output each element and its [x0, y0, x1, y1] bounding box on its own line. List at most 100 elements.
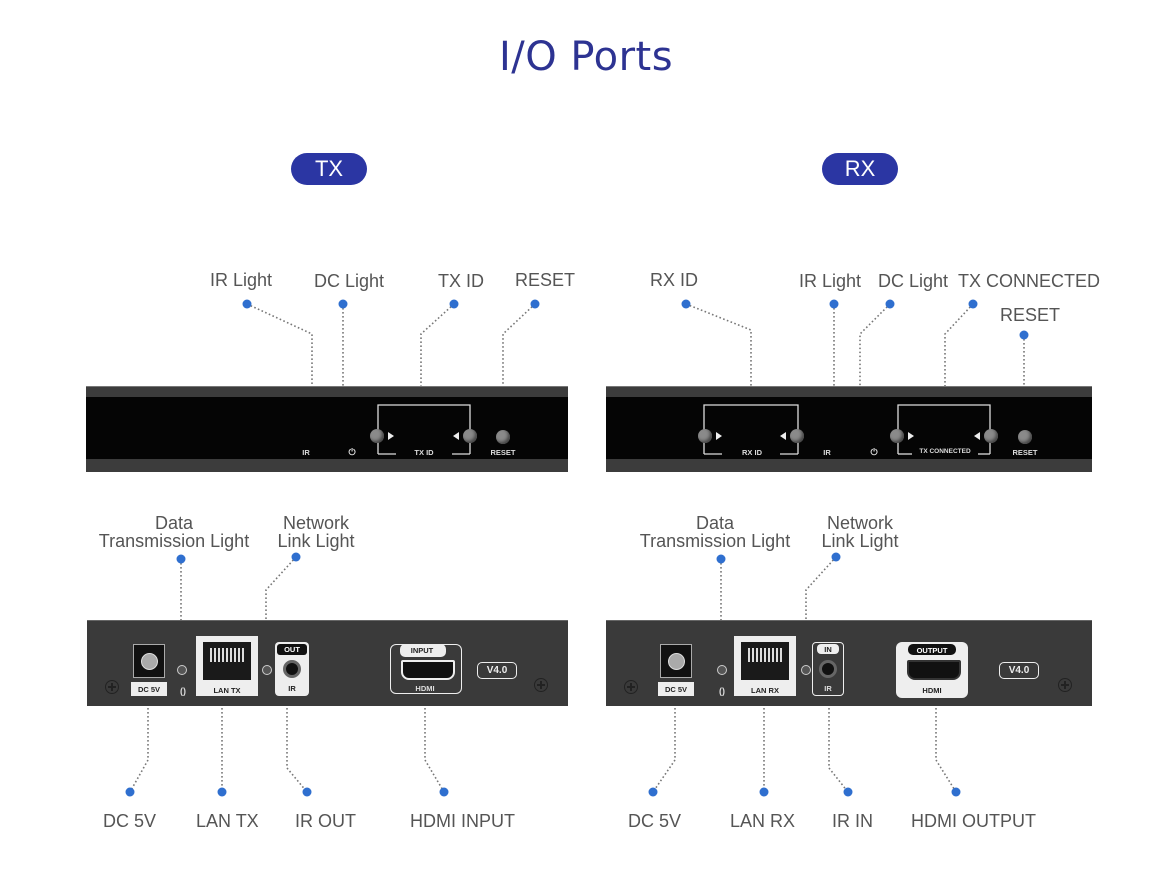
rx-id-label: RX ID [650, 270, 699, 290]
tx-lan-text: LAN TX [213, 686, 241, 695]
rx-hdmi-port[interactable] [907, 660, 961, 680]
rx-link-led [801, 665, 811, 675]
tx-ir-text-back: IR [288, 684, 296, 693]
tx-ir-out-label: IR OUT [295, 811, 356, 831]
tx-reset-button[interactable] [496, 430, 510, 444]
rx-ir-frame [812, 642, 844, 696]
rx-link-light-label-line2: Link Light [821, 531, 899, 551]
tx-link-light-label-line1: Network [282, 513, 350, 533]
tx-data-light-label-line1: Data [154, 513, 194, 533]
page-title: I/O Ports [498, 34, 674, 80]
tx-hdmi-port[interactable] [401, 660, 455, 680]
tx-dc-label: DC 5V [103, 811, 157, 831]
rx-front-panel: RX ID IR ⏻ TX CONNECTED RESET [606, 386, 1092, 472]
rx-front-top-edge [606, 386, 1092, 398]
rx-link-light-marker [831, 552, 841, 562]
rx-ir-jack[interactable] [819, 660, 837, 678]
tx-lan-marker [217, 787, 227, 797]
tx-hdmi-input-label: HDMI INPUT [410, 811, 515, 831]
rx-front-bottom-edge [606, 459, 1092, 472]
rx-front-face [606, 397, 1092, 459]
tx-dc-light-marker [338, 299, 348, 309]
tx-data-led [177, 665, 187, 675]
tx-ir-light-label: IR Light [210, 270, 273, 290]
tx-dc-marker [125, 787, 135, 797]
tx-ir-out-marker [302, 787, 312, 797]
rx-hdmi-tag: OUTPUT [916, 646, 948, 655]
rx-tx-connected-marker [968, 299, 978, 309]
rx-data-led [717, 665, 727, 675]
rx-hdmi-marker [951, 787, 961, 797]
tx-lan-pins [210, 648, 244, 662]
tx-data-light-marker [176, 554, 186, 564]
tx-ir-tag: OUT [284, 645, 300, 654]
tx-power-icon: ⏻ [348, 447, 356, 457]
tx-front-bracket [377, 404, 471, 455]
tx-link-light-marker [291, 552, 301, 562]
tx-ir-light-marker [242, 299, 252, 309]
rx-dc-label-box [658, 682, 694, 696]
tx-arrow-left-icon [453, 432, 459, 440]
tx-hdmi-tag: INPUT [410, 646, 434, 655]
rx-reset-marker [1019, 330, 1029, 340]
rx-lan-text: LAN RX [751, 686, 779, 695]
tx-ir-text: IR [302, 448, 310, 457]
rx-dc-pin [668, 653, 685, 670]
tx-data-led-symbol: () [180, 686, 186, 696]
tx-hdmi-text: HDMI [415, 684, 435, 693]
tx-badge: TX [291, 153, 367, 185]
tx-left-screw-icon [105, 680, 119, 694]
rx-data-light-label-line2: Transmission Light [639, 531, 791, 551]
rx-dc-light-marker [885, 299, 895, 309]
rx-data-light-marker [716, 554, 726, 564]
rx-data-led-symbol: () [719, 686, 725, 696]
tx-reset-label: RESET [515, 270, 576, 290]
rx-ir-light-label: IR Light [799, 271, 862, 291]
rx-ir-in-label: IR IN [832, 811, 874, 831]
rx-ir-in-marker [843, 787, 853, 797]
rx-ir-tag: IN [824, 645, 832, 654]
rx-id-left-button[interactable] [698, 429, 712, 443]
tx-front-bottom-edge [86, 459, 568, 472]
rx-tc-arrow-right-icon [908, 432, 914, 440]
tx-lan-label: LAN TX [196, 811, 259, 831]
rx-lan-port[interactable] [741, 642, 789, 680]
tx-hdmi-tag-box [400, 644, 446, 657]
rx-arrow-left-icon [780, 432, 786, 440]
tx-hdmi-marker [439, 787, 449, 797]
rx-ir-tag-box [817, 644, 839, 654]
rx-id-right-button[interactable] [790, 429, 804, 443]
tx-id-right-button[interactable] [463, 429, 477, 443]
tx-dc-jack[interactable] [133, 644, 165, 678]
rx-data-light-label-line1: Data [695, 513, 735, 533]
rx-tx-connected-left-button[interactable] [890, 429, 904, 443]
rx-ir-light-marker [829, 299, 839, 309]
tx-link-light-label-line2: Link Light [277, 531, 355, 551]
rx-hdmi-text: HDMI [922, 686, 942, 695]
rx-right-screw-icon [1058, 678, 1072, 692]
rx-lan-label: LAN RX [730, 811, 796, 831]
tx-version-tag: V4.0 [477, 662, 517, 679]
tx-arrow-right-icon [388, 432, 394, 440]
rx-dc-text: DC 5V [664, 685, 688, 694]
tx-back-body [87, 620, 568, 706]
tx-ir-jack[interactable] [283, 660, 301, 678]
tx-id-left-button[interactable] [370, 429, 384, 443]
tx-id-marker [449, 299, 459, 309]
rx-dc-jack[interactable] [660, 644, 692, 678]
tx-lan-port[interactable] [203, 642, 251, 680]
rx-lan-pins [748, 648, 782, 662]
rx-id-marker [681, 299, 691, 309]
tx-dc-light-label: DC Light [314, 271, 385, 291]
tx-link-led [262, 665, 272, 675]
rx-reset-text: RESET [1012, 448, 1038, 457]
rx-tx-connected-right-button[interactable] [984, 429, 998, 443]
tx-front-face [86, 397, 568, 459]
tx-id-label: TX ID [438, 271, 485, 291]
tx-back-panel: DC 5V () LAN TX OUT IR INPUT HDMI V4.0 [87, 620, 568, 706]
rx-reset-button[interactable] [1018, 430, 1032, 444]
rx-power-icon: ⏻ [870, 447, 878, 457]
rx-id-text: RX ID [741, 448, 763, 457]
rx-front-brackets [703, 404, 991, 455]
rx-version-tag: V4.0 [999, 662, 1039, 679]
